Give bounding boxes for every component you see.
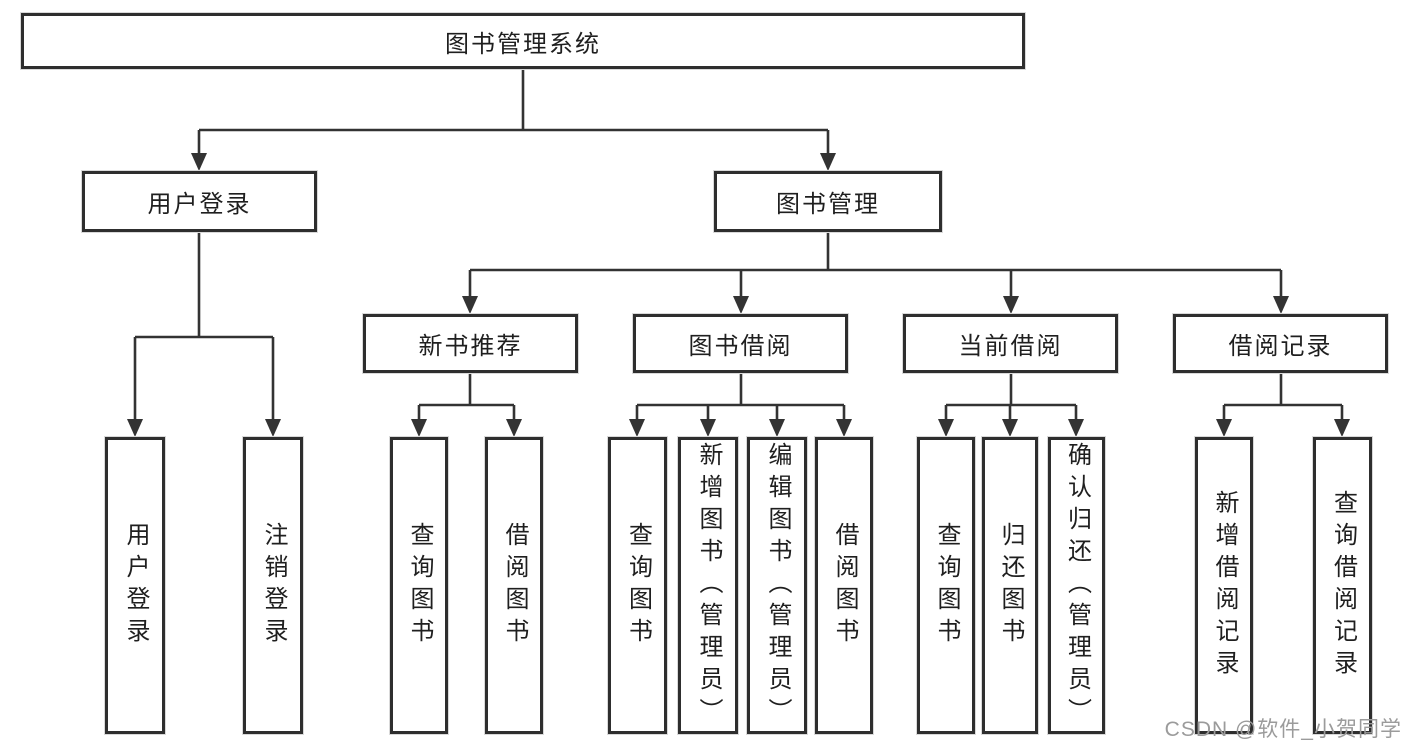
node-new-book-recommendation: 新书推荐	[363, 314, 578, 373]
leaf-bb-add-books-admin-label: 新增图书（管理员）	[695, 441, 722, 730]
leaf-cb-confirm-return-admin: 确认归还（管理员）	[1048, 437, 1105, 734]
connector-borrow-record-children	[1216, 373, 1350, 437]
leaf-bb-query-books: 查询图书	[608, 437, 667, 734]
leaf-bb-edit-books-admin-label: 编辑图书（管理员）	[764, 441, 791, 730]
node-borrowing-records: 借阅记录	[1173, 314, 1388, 373]
connector-root-to-level1	[191, 69, 836, 171]
leaf-cb-query-books-label: 查询图书	[933, 521, 960, 650]
csdn-watermark: CSDN @软件_小贺同学	[1164, 718, 1402, 741]
connector-user-login-children	[127, 232, 281, 437]
connector-new-book-recommend-children	[411, 373, 522, 437]
leaf-cb-return-books-label: 归还图书	[997, 521, 1024, 650]
leaf-bb-query-books-label: 查询图书	[624, 521, 652, 650]
node-library-management-system: 图书管理系统	[21, 13, 1025, 69]
connector-book-management-children	[462, 232, 1289, 314]
leaf-user-login-label: 用户登录	[122, 521, 149, 650]
leaf-br-query-record: 查询借阅记录	[1313, 437, 1372, 734]
node-book-management: 图书管理	[714, 171, 942, 232]
leaf-bb-add-books-admin: 新增图书（管理员）	[678, 437, 738, 734]
leaf-logout-login: 注销登录	[243, 437, 303, 734]
leaf-bb-borrow-books: 借阅图书	[815, 437, 873, 734]
leaf-bb-borrow-books-label: 借阅图书	[831, 521, 858, 650]
node-current-borrowing: 当前借阅	[903, 314, 1118, 373]
leaf-br-add-record: 新增借阅记录	[1195, 437, 1253, 734]
leaf-cb-confirm-return-admin-label: 确认归还（管理员）	[1063, 441, 1091, 730]
leaf-logout-login-label: 注销登录	[260, 521, 287, 650]
leaf-nbr-borrow-books-label: 借阅图书	[501, 521, 528, 650]
leaf-cb-query-books: 查询图书	[917, 437, 975, 734]
leaf-user-login: 用户登录	[105, 437, 165, 734]
leaf-nbr-query-books: 查询图书	[390, 437, 448, 734]
connector-book-borrow-children	[629, 373, 852, 437]
leaf-cb-return-books: 归还图书	[982, 437, 1038, 734]
node-book-borrowing: 图书借阅	[633, 314, 848, 373]
leaf-bb-edit-books-admin: 编辑图书（管理员）	[747, 437, 807, 734]
leaf-br-add-record-label: 新增借阅记录	[1211, 489, 1238, 682]
node-user-login: 用户登录	[82, 171, 317, 232]
leaf-nbr-query-books-label: 查询图书	[406, 521, 433, 650]
connector-current-borrow-children	[938, 373, 1084, 437]
leaf-br-query-record-label: 查询借阅记录	[1329, 489, 1357, 682]
leaf-nbr-borrow-books: 借阅图书	[485, 437, 543, 734]
